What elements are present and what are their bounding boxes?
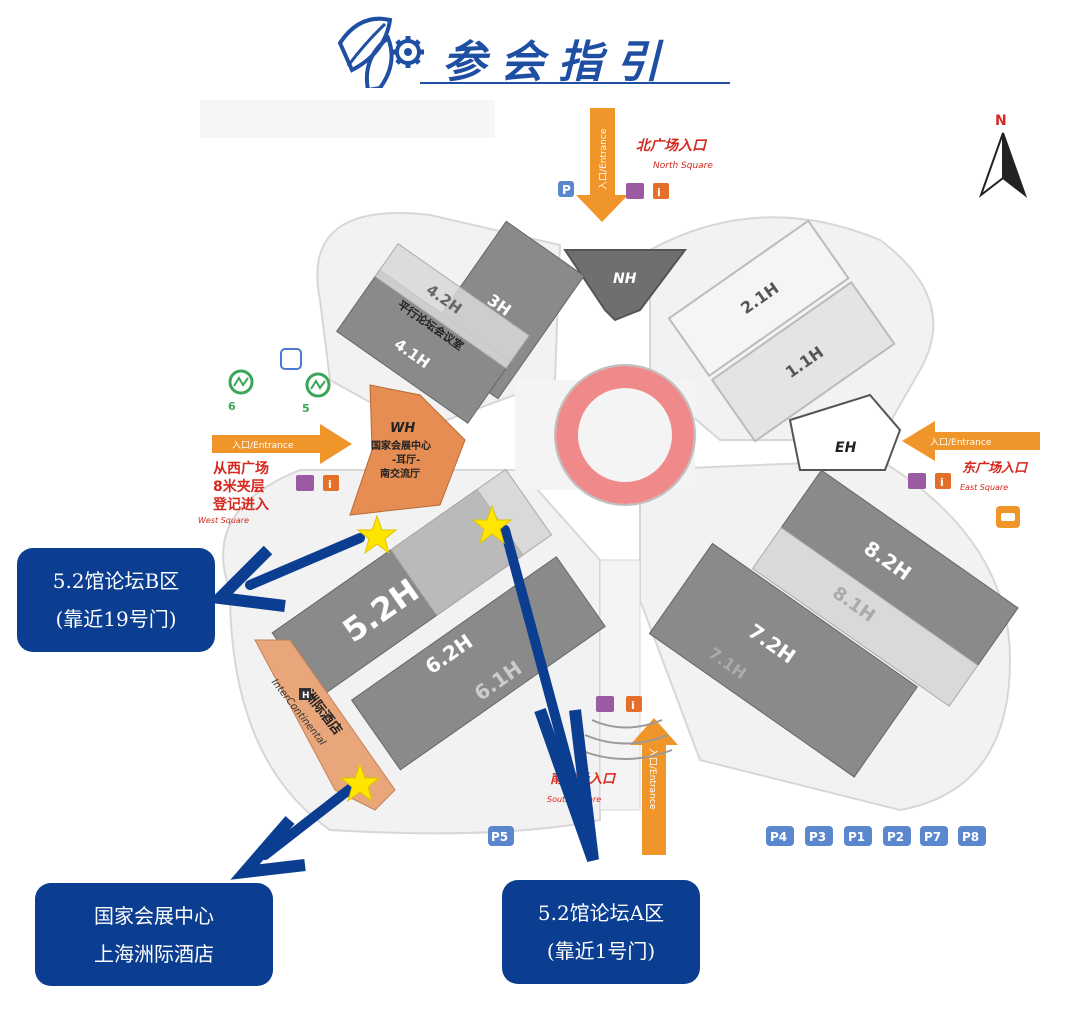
hall-4-2h bbox=[374, 243, 530, 369]
callout-forum-a-line2: (靠近1号门) bbox=[546, 939, 656, 963]
arrow-to-forum-b bbox=[245, 533, 365, 590]
callout-hotel-line2: 上海洲际酒店 bbox=[94, 941, 214, 966]
hall-eh bbox=[788, 393, 902, 471]
svg-text:P1: P1 bbox=[848, 830, 865, 844]
callout-hotel-line1: 国家会展中心 bbox=[94, 903, 214, 928]
hall-5-1h bbox=[390, 468, 553, 616]
hall-1-1h bbox=[710, 280, 896, 443]
svg-text:P4: P4 bbox=[770, 830, 787, 844]
west-entrance-line2: 8米夹层 bbox=[213, 478, 265, 495]
location-stars bbox=[339, 504, 513, 803]
svg-text:i: i bbox=[631, 699, 635, 712]
svg-text:P2: P2 bbox=[887, 830, 904, 844]
svg-text:入口/Entrance: 入口/Entrance bbox=[930, 437, 992, 448]
callout-forum-a-line1: 5.2馆论坛A区 bbox=[537, 901, 665, 925]
callout-forum-b-line1: 5.2馆论坛B区 bbox=[52, 569, 180, 593]
hall-nh bbox=[563, 249, 687, 322]
info-icons-south: i bbox=[596, 696, 642, 712]
hotel-mark: H bbox=[302, 691, 310, 701]
svg-text:P3: P3 bbox=[809, 830, 826, 844]
callout-hotel: 国家会展中心 上海洲际酒店 bbox=[35, 883, 273, 986]
hall-wh-line2: -耳厅- bbox=[392, 454, 420, 466]
star-forum-a-icon bbox=[471, 504, 513, 545]
parking-badges: P P5 P4 P3 P1 P2 P7 P8 bbox=[488, 181, 986, 846]
north-entrance-arrow: 入口/Entrance bbox=[576, 108, 628, 222]
hall-2-1h bbox=[667, 219, 850, 378]
bus-icon bbox=[280, 348, 302, 370]
hall-wh-line3: 南交流厅 bbox=[380, 467, 420, 480]
north-entrance-cn: 北广场入口 bbox=[636, 137, 708, 154]
info-icons-north: i bbox=[626, 183, 669, 199]
star-hotel-icon bbox=[339, 762, 381, 803]
hall-eh-label: EH bbox=[835, 440, 857, 456]
arrow-to-forum-a bbox=[500, 525, 595, 850]
hall-wh bbox=[349, 384, 466, 516]
hall-nh-label: NH bbox=[613, 271, 637, 287]
svg-text:i: i bbox=[940, 476, 944, 489]
metro-line-5-icon: 5 bbox=[302, 372, 331, 415]
svg-text:入口/Entrance: 入口/Entrance bbox=[647, 748, 658, 810]
pointer-arrows bbox=[245, 525, 595, 860]
page-title: 参会指引 bbox=[442, 37, 674, 88]
north-entrance-en: North Square bbox=[653, 161, 713, 171]
west-entrance-line3: 登记进入 bbox=[212, 496, 269, 513]
star-forum-b-icon bbox=[356, 514, 398, 555]
central-ring bbox=[556, 366, 694, 504]
hall-7-2h bbox=[648, 542, 918, 778]
info-icons-west: i bbox=[296, 475, 339, 491]
svg-text:P: P bbox=[562, 183, 571, 197]
west-entrance-arrow: 入口/Entrance bbox=[212, 424, 352, 464]
leaf-gear-logo-icon bbox=[337, 16, 424, 88]
header: 参会指引 bbox=[330, 8, 750, 88]
west-entrance-en: West Square bbox=[198, 516, 249, 525]
svg-text:入口/Entrance: 入口/Entrance bbox=[598, 128, 609, 190]
east-entrance-cn: 东广场入口 bbox=[962, 460, 1029, 476]
svg-text:P8: P8 bbox=[962, 830, 979, 844]
info-icons-east: i bbox=[908, 473, 951, 489]
hall-wh-label: WH bbox=[390, 421, 415, 436]
svg-text:N: N bbox=[995, 113, 1007, 129]
callout-forum-b: 5.2馆论坛B区 (靠近19号门) bbox=[17, 548, 215, 652]
svg-text:i: i bbox=[657, 186, 661, 199]
svg-text:P7: P7 bbox=[924, 830, 941, 844]
hall-8-1h bbox=[751, 526, 979, 707]
metro-line-6-icon: 6 bbox=[228, 369, 254, 413]
title-underline bbox=[420, 82, 730, 84]
east-entrance-arrow: 入口/Entrance bbox=[902, 421, 1040, 461]
svg-text:6: 6 bbox=[228, 400, 236, 413]
svg-text:5: 5 bbox=[302, 402, 310, 415]
svg-text:P5: P5 bbox=[491, 830, 508, 844]
hall-6-2h bbox=[350, 556, 606, 771]
north-compass-icon: N bbox=[978, 113, 1028, 198]
arrow-to-hotel bbox=[260, 780, 360, 860]
svg-text:i: i bbox=[328, 478, 332, 491]
callout-forum-b-line2: (靠近19号门) bbox=[55, 607, 177, 631]
callout-forum-a: 5.2馆论坛A区 (靠近1号门) bbox=[502, 880, 700, 984]
east-entrance-en: East Square bbox=[960, 483, 1008, 492]
hall-wh-line1: 国家会展中心 bbox=[371, 439, 431, 452]
svg-text:入口/Entrance: 入口/Entrance bbox=[232, 440, 294, 451]
west-entrance-line1: 从西广场 bbox=[213, 460, 269, 477]
